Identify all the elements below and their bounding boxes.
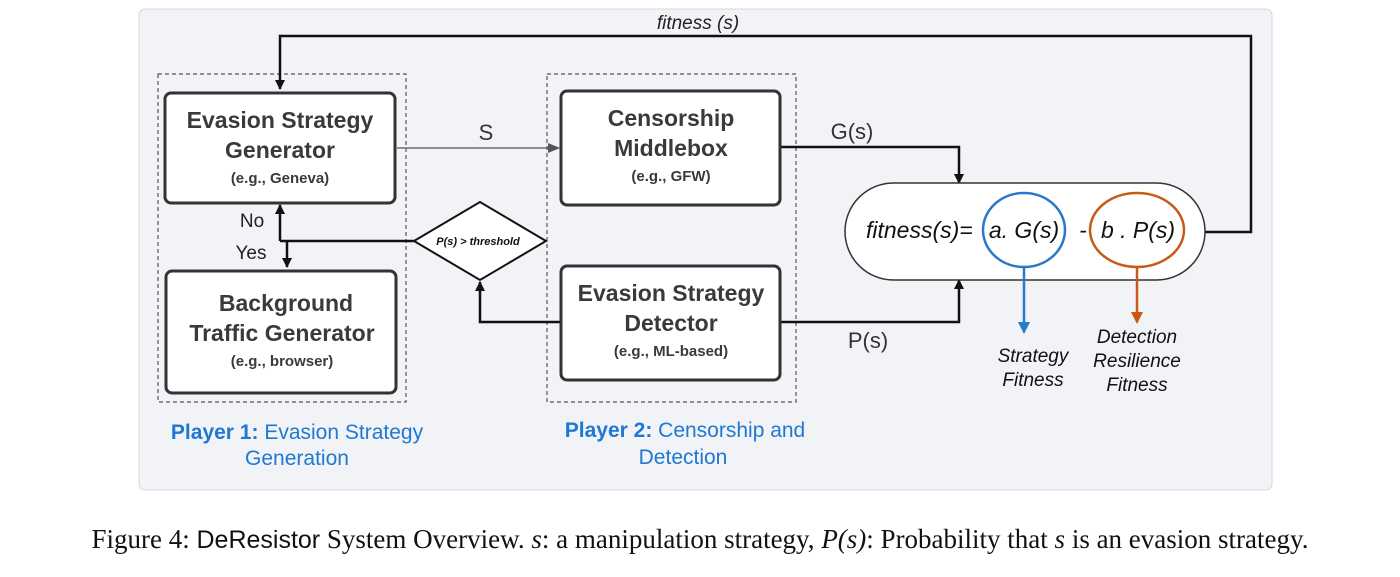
caption-text-1: System Overview. [320, 524, 532, 554]
formula-term-b: b . P(s) [1101, 217, 1175, 243]
caption-text-3: : Probability that [866, 524, 1055, 554]
diagram-panel [138, 8, 1273, 491]
strategy-fitness-line1: Strategy [998, 346, 1070, 367]
strategy-fitness-line2: Fitness [1002, 370, 1064, 391]
player1-label-line1: Player 1: Evasion Strategy [171, 421, 424, 444]
background-title-line2: Traffic Generator [189, 320, 374, 346]
p-score-arrow [781, 279, 964, 324]
background-traffic-generator-box: Background Traffic Generator (e.g., brow… [164, 269, 398, 395]
resilience-fitness-line2: Resilience [1093, 351, 1181, 372]
player2-label-bold: Player 2: [565, 419, 653, 442]
resilience-fitness-line1: Detection [1097, 327, 1177, 348]
yes-branch-label: Yes [236, 243, 267, 264]
strategy-s-label: S [479, 120, 494, 145]
generator-title-line1: Evasion Strategy [187, 107, 374, 133]
p-score-label: P(s) [848, 328, 888, 353]
fitness-feedback-arrow [275, 34, 1253, 234]
middlebox-title-line1: Censorship [608, 105, 735, 131]
resilience-fitness-line3: Fitness [1106, 375, 1168, 396]
formula-prefix: fitness(s)= [866, 217, 973, 243]
formula-term-a: a. G(s) [989, 217, 1059, 243]
fitness-feedback-label: fitness (s) [657, 13, 739, 34]
evasion-strategy-generator-box: Evasion Strategy Generator (e.g., Geneva… [163, 91, 397, 205]
player2-group [546, 73, 797, 403]
middlebox-example: (e.g., GFW) [631, 168, 710, 185]
detector-title-line2: Detector [624, 310, 717, 336]
player2-label-rest: Censorship and [652, 419, 805, 442]
caption-symbol-ps: P(s) [821, 524, 867, 554]
threshold-decision-diamond [412, 200, 548, 282]
caption-symbol-s2: s [1054, 524, 1066, 554]
middlebox-title-line2: Middlebox [614, 135, 728, 161]
g-score-label: G(s) [831, 119, 874, 144]
generator-example: (e.g., Geneva) [231, 170, 329, 187]
generator-title-line2: Generator [225, 137, 335, 163]
background-title-line1: Background [219, 290, 353, 316]
caption-symbol-s: s [531, 524, 542, 554]
evasion-strategy-detector-box: Evasion Strategy Detector (e.g., ML-base… [559, 264, 782, 382]
player2-label-line1: Player 2: Censorship and [565, 419, 806, 442]
player1-label-line2: Generation [245, 447, 349, 470]
g-score-arrow [781, 145, 964, 184]
caption-text-4: is an evasion strategy. [1065, 524, 1309, 554]
player1-label-bold: Player 1: [171, 421, 259, 444]
player1-group [157, 73, 407, 403]
caption-figure-number: Figure 4: [91, 524, 190, 554]
background-example: (e.g., browser) [231, 353, 334, 370]
detector-title-line1: Evasion Strategy [578, 280, 765, 306]
player2-label-line2: Detection [639, 446, 728, 469]
censorship-middlebox-box: Censorship Middlebox (e.g., GFW) [559, 89, 782, 207]
caption-text-2: : a manipulation strategy, [541, 524, 822, 554]
player1-label-rest: Evasion Strategy [258, 421, 423, 444]
caption-system-name: DeResistor [196, 526, 321, 554]
formula-minus: - [1079, 217, 1087, 243]
figure-caption: Figure 4: DeResistor System Overview. s:… [0, 524, 1400, 555]
detector-to-threshold-arrow [475, 281, 561, 324]
detector-example: (e.g., ML-based) [614, 343, 728, 360]
threshold-label: P(s) > threshold [436, 236, 520, 248]
no-branch-label: No [240, 211, 264, 232]
